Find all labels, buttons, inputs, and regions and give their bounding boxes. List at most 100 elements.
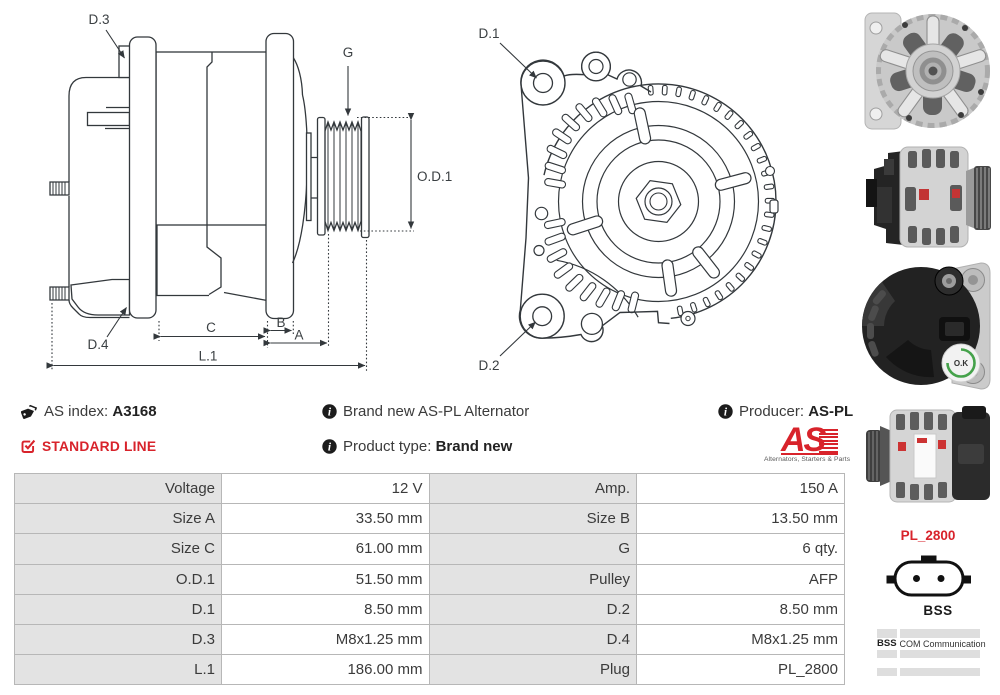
spec-value: 33.50 mm	[221, 503, 430, 535]
spec-label: D.3	[14, 623, 222, 656]
spec-label: Voltage	[14, 472, 222, 505]
dim-label-od1: O.D.1	[417, 169, 452, 184]
brand-new-text: Brand new AS-PL Alternator	[343, 402, 530, 420]
spec-label: L.1	[14, 654, 222, 686]
table-row: Voltage 12 V Amp. 150 A	[14, 472, 845, 505]
spec-label: Amp.	[428, 472, 637, 505]
alternator-front-photo	[864, 12, 990, 130]
legend-row-empty	[877, 649, 980, 658]
connector-name: PL_2800	[900, 528, 956, 543]
plug-type-label: BSS	[923, 603, 953, 618]
side-view-labels: D.3 D.4 G O.D.1 C B A L.1	[87, 12, 452, 364]
spec-value: M8x1.25 mm	[221, 623, 430, 656]
producer-row: i Producer: AS-PL	[718, 402, 853, 420]
spec-label: Pulley	[428, 563, 637, 595]
front-view-spokes	[566, 107, 752, 297]
front-view-vent-slots	[543, 92, 640, 314]
legend-row-empty	[877, 658, 980, 668]
spec-value: 51.50 mm	[221, 563, 430, 595]
spec-value: PL_2800	[636, 654, 845, 686]
spec-label: G	[428, 533, 637, 565]
as-index-text: AS index: A3168	[44, 403, 157, 420]
svg-text:i: i	[328, 406, 332, 418]
spec-value: 13.50 mm	[636, 503, 845, 535]
legend-key: BSS	[877, 638, 897, 649]
producer-text: Producer: AS-PL	[739, 403, 853, 420]
spec-label: Size B	[428, 503, 637, 535]
alternator-side-pulley-left-photo	[866, 406, 990, 503]
producer-label: Producer:	[739, 402, 805, 420]
logo-underline	[781, 453, 838, 455]
product-type-label: Product type:	[343, 437, 432, 455]
front-view-labels: D.1 D.2	[478, 26, 499, 373]
info-icon: i	[322, 438, 337, 454]
legend-row-empty	[877, 667, 980, 676]
spec-value: 150 A	[636, 472, 845, 505]
info-icon: i	[718, 403, 733, 419]
as-index-value: A3168	[112, 402, 157, 420]
spec-label: Plug	[428, 654, 637, 686]
product-type-row: i Product type: Brand new	[322, 437, 512, 455]
spec-label: D.2	[428, 593, 637, 625]
logo-subtitle: Alternators, Starters & Parts	[764, 455, 851, 463]
spec-value: M8x1.25 mm	[636, 623, 845, 656]
spec-table: Voltage 12 V Amp. 150 A Size A 33.50 mm …	[14, 472, 845, 686]
tag-icon	[21, 404, 38, 419]
front-view-rim-teeth	[647, 84, 776, 317]
spec-value: 186.00 mm	[221, 654, 430, 686]
spec-label: D.1	[14, 593, 222, 625]
spec-label: Size A	[14, 503, 222, 535]
dim-label-b: B	[276, 315, 285, 330]
dim-label-c: C	[206, 320, 216, 335]
producer-value: AS-PL	[808, 402, 854, 420]
spec-label: D.4	[428, 623, 637, 656]
spec-value: 6 qty.	[636, 533, 845, 565]
dim-label-d2: D.2	[478, 358, 499, 373]
logo-as-text: AS	[781, 421, 826, 459]
legend-row-empty	[877, 629, 980, 638]
table-row: Size A 33.50 mm Size B 13.50 mm	[14, 503, 845, 535]
svg-text:i: i	[724, 406, 728, 418]
alternator-rear-photo: O.K	[862, 262, 991, 390]
table-row: Size C 61.00 mm G 6 qty.	[14, 533, 845, 565]
dim-label-d3: D.3	[88, 12, 109, 27]
spec-value: 12 V	[221, 472, 430, 505]
standard-line-label: STANDARD LINE	[42, 438, 157, 454]
spec-value: 61.00 mm	[221, 533, 430, 565]
product-type-value: Brand new	[435, 437, 513, 455]
table-row: O.D.1 51.50 mm Pulley AFP	[14, 563, 845, 595]
logo-stripes	[819, 429, 838, 453]
legend-row: BSS COM Communication	[877, 638, 986, 650]
info-icon: i	[322, 403, 337, 419]
brand-new-row: i Brand new AS-PL Alternator	[322, 402, 529, 420]
spec-value: 8.50 mm	[636, 593, 845, 625]
spec-value: AFP	[636, 563, 845, 595]
as-index-row: AS index: A3168	[21, 402, 157, 420]
dim-label-a: A	[294, 328, 303, 343]
checked-checkbox-icon	[21, 439, 36, 453]
qc-sticker-text: O.K	[954, 359, 968, 368]
svg-text:i: i	[328, 441, 332, 453]
dim-label-d4: D.4	[87, 337, 109, 352]
front-view-dimensions	[499, 42, 537, 357]
plug-legend-table: BSS COM Communication	[877, 629, 986, 676]
spec-value: 8.50 mm	[221, 593, 430, 625]
spec-label: Size C	[14, 533, 222, 565]
plug-pinout-icon	[886, 555, 971, 597]
table-row: D.3 M8x1.25 mm D.4 M8x1.25 mm	[14, 623, 845, 656]
front-view-drawing	[518, 51, 779, 343]
dim-label-d1: D.1	[478, 26, 499, 41]
table-row: L.1 186.00 mm Plug PL_2800	[14, 654, 845, 686]
dim-label-l1: L.1	[199, 349, 218, 364]
dim-label-g: G	[343, 45, 354, 60]
table-row: D.1 8.50 mm D.2 8.50 mm	[14, 593, 845, 625]
as-index-label: AS index:	[44, 402, 109, 420]
side-view-drawing	[49, 32, 370, 320]
spec-label: O.D.1	[14, 563, 222, 595]
alternator-side-pulley-right-photo	[866, 146, 991, 248]
legend-value: COM Communication	[899, 638, 986, 649]
product-type-text: Product type: Brand new	[343, 438, 512, 455]
standard-line-row: STANDARD LINE	[21, 437, 156, 455]
